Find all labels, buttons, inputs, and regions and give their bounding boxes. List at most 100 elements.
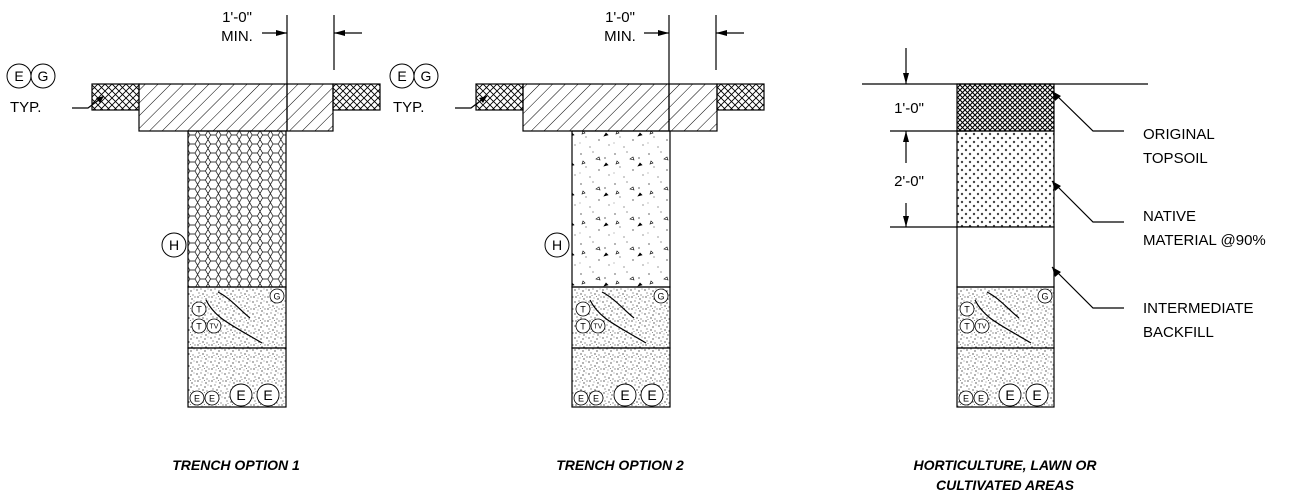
electric-circle-4 [256,383,280,407]
electric-tag-1: E [963,394,969,404]
electric-circle-1 [189,390,205,406]
callout-topsoil-line1: ORIGINAL [1143,126,1215,143]
electric-tag-3: E [236,387,245,403]
callout-native-line1: NATIVE [1143,208,1196,225]
tag-circle-h [161,232,187,258]
trench-option-2-detail: 1'-0" MIN. E G TYP. H G T T TV E E E [389,9,765,473]
existing-surface-right [332,83,381,111]
telephone-circle [191,301,207,317]
dim-mid-arrow-bottom [903,216,909,227]
gas-tag: G [1041,292,1048,302]
tv-tag: TV [978,324,987,331]
electric-tag-2: E [593,394,599,404]
gas-circle [1037,288,1053,304]
electric-tag-4: E [647,387,656,403]
typ-label: TYP. [393,99,424,116]
tag-circle-h [544,232,570,258]
tag-circle-g [30,63,56,89]
section-title-line2: CULTIVATED AREAS [936,477,1075,493]
callout-arrow-topsoil [1052,91,1061,101]
tv-tag: TV [594,324,603,331]
telephone-tag: T [196,305,202,315]
telephone-circle-2 [575,318,591,334]
electric-tag-3: E [620,387,629,403]
dim-top-label: 1'-0" [894,100,924,117]
tag-e: E [397,68,406,84]
callout-leader-backfill [1051,266,1124,309]
dim-mid-label: 2'-0" [894,173,924,190]
dimension-note: MIN. [604,28,636,45]
callout-arrow-backfill [1052,267,1061,277]
telephone-circle-2 [959,318,975,334]
telephone-tag-2: T [196,322,202,332]
pavement-cap [522,83,718,132]
electric-tag-1: E [194,394,200,404]
intermediate-backfill-layer [956,226,1055,288]
section-title-line1: HORTICULTURE, LAWN OR [913,457,1097,473]
typ-leader-arrow [479,96,487,103]
electric-circle-3 [613,383,637,407]
gas-circle [653,288,669,304]
dimension-label: 1'-0" [605,9,635,26]
electric-circle-2 [973,390,989,406]
sand-bedding-upper [571,286,671,349]
dim-arrow-right [716,30,727,36]
dim-arrow-left [658,30,669,36]
electric-circle-1 [573,390,589,406]
gas-circle [269,288,285,304]
dim-arrow-right [334,30,345,36]
dimension-note: MIN. [221,28,253,45]
electric-circle-4 [1025,383,1049,407]
telephone-tag-2: T [964,322,970,332]
original-topsoil-layer [956,83,1055,132]
crack-line-2 [601,291,635,319]
existing-surface-right [716,83,765,111]
callout-topsoil-line2: TOPSOIL [1143,150,1208,167]
electric-tag-2: E [978,394,984,404]
existing-surface-left [91,83,140,111]
callout-arrow-native [1052,181,1061,191]
sand-bedding-upper [187,286,287,349]
electric-tag-3: E [1005,387,1014,403]
tv-tag: TV [210,324,219,331]
electric-circle-3 [229,383,253,407]
tv-circle [974,318,990,334]
native-material-layer [956,130,1055,228]
crack-line-2 [986,291,1020,319]
crack-line [589,299,647,344]
hex-backfill [187,130,287,288]
electric-tag-4: E [1032,387,1041,403]
dimension-label: 1'-0" [222,9,252,26]
electric-circle-4 [640,383,664,407]
crack-line [974,299,1032,344]
dim-arrow-left [276,30,287,36]
electric-circle-1 [958,390,974,406]
callout-backfill-line2: BACKFILL [1143,324,1214,341]
tag-h: H [552,237,562,253]
concrete-backfill [571,130,671,288]
telephone-circle [959,301,975,317]
callout-leader-topsoil [1051,90,1124,132]
electric-tag-2: E [209,394,215,404]
callout-leader-native [1051,180,1124,223]
callout-backfill-line1: INTERMEDIATE [1143,300,1254,317]
typ-label: TYP. [10,99,41,116]
callout-native-line2: MATERIAL @90% [1143,232,1266,249]
electric-circle-3 [998,383,1022,407]
crack-line [205,299,263,344]
telephone-tag: T [580,305,586,315]
tv-circle [590,318,606,334]
gas-tag: G [657,292,664,302]
tag-g: G [38,68,49,84]
tag-g: G [421,68,432,84]
crack-line-2 [217,291,251,319]
pavement-cap [138,83,334,132]
gas-tag: G [273,292,280,302]
electric-circle-2 [204,390,220,406]
horticulture-detail: 1'-0" 2'-0" ORIGINAL TOPSOIL NATIVE MATE… [862,48,1266,493]
tv-circle [206,318,222,334]
telephone-tag-2: T [580,322,586,332]
telephone-circle-2 [191,318,207,334]
tag-circle-g [413,63,439,89]
trench-option-1-detail: 1'-0" MIN. E G TYP. H G T T TV E [6,9,381,473]
